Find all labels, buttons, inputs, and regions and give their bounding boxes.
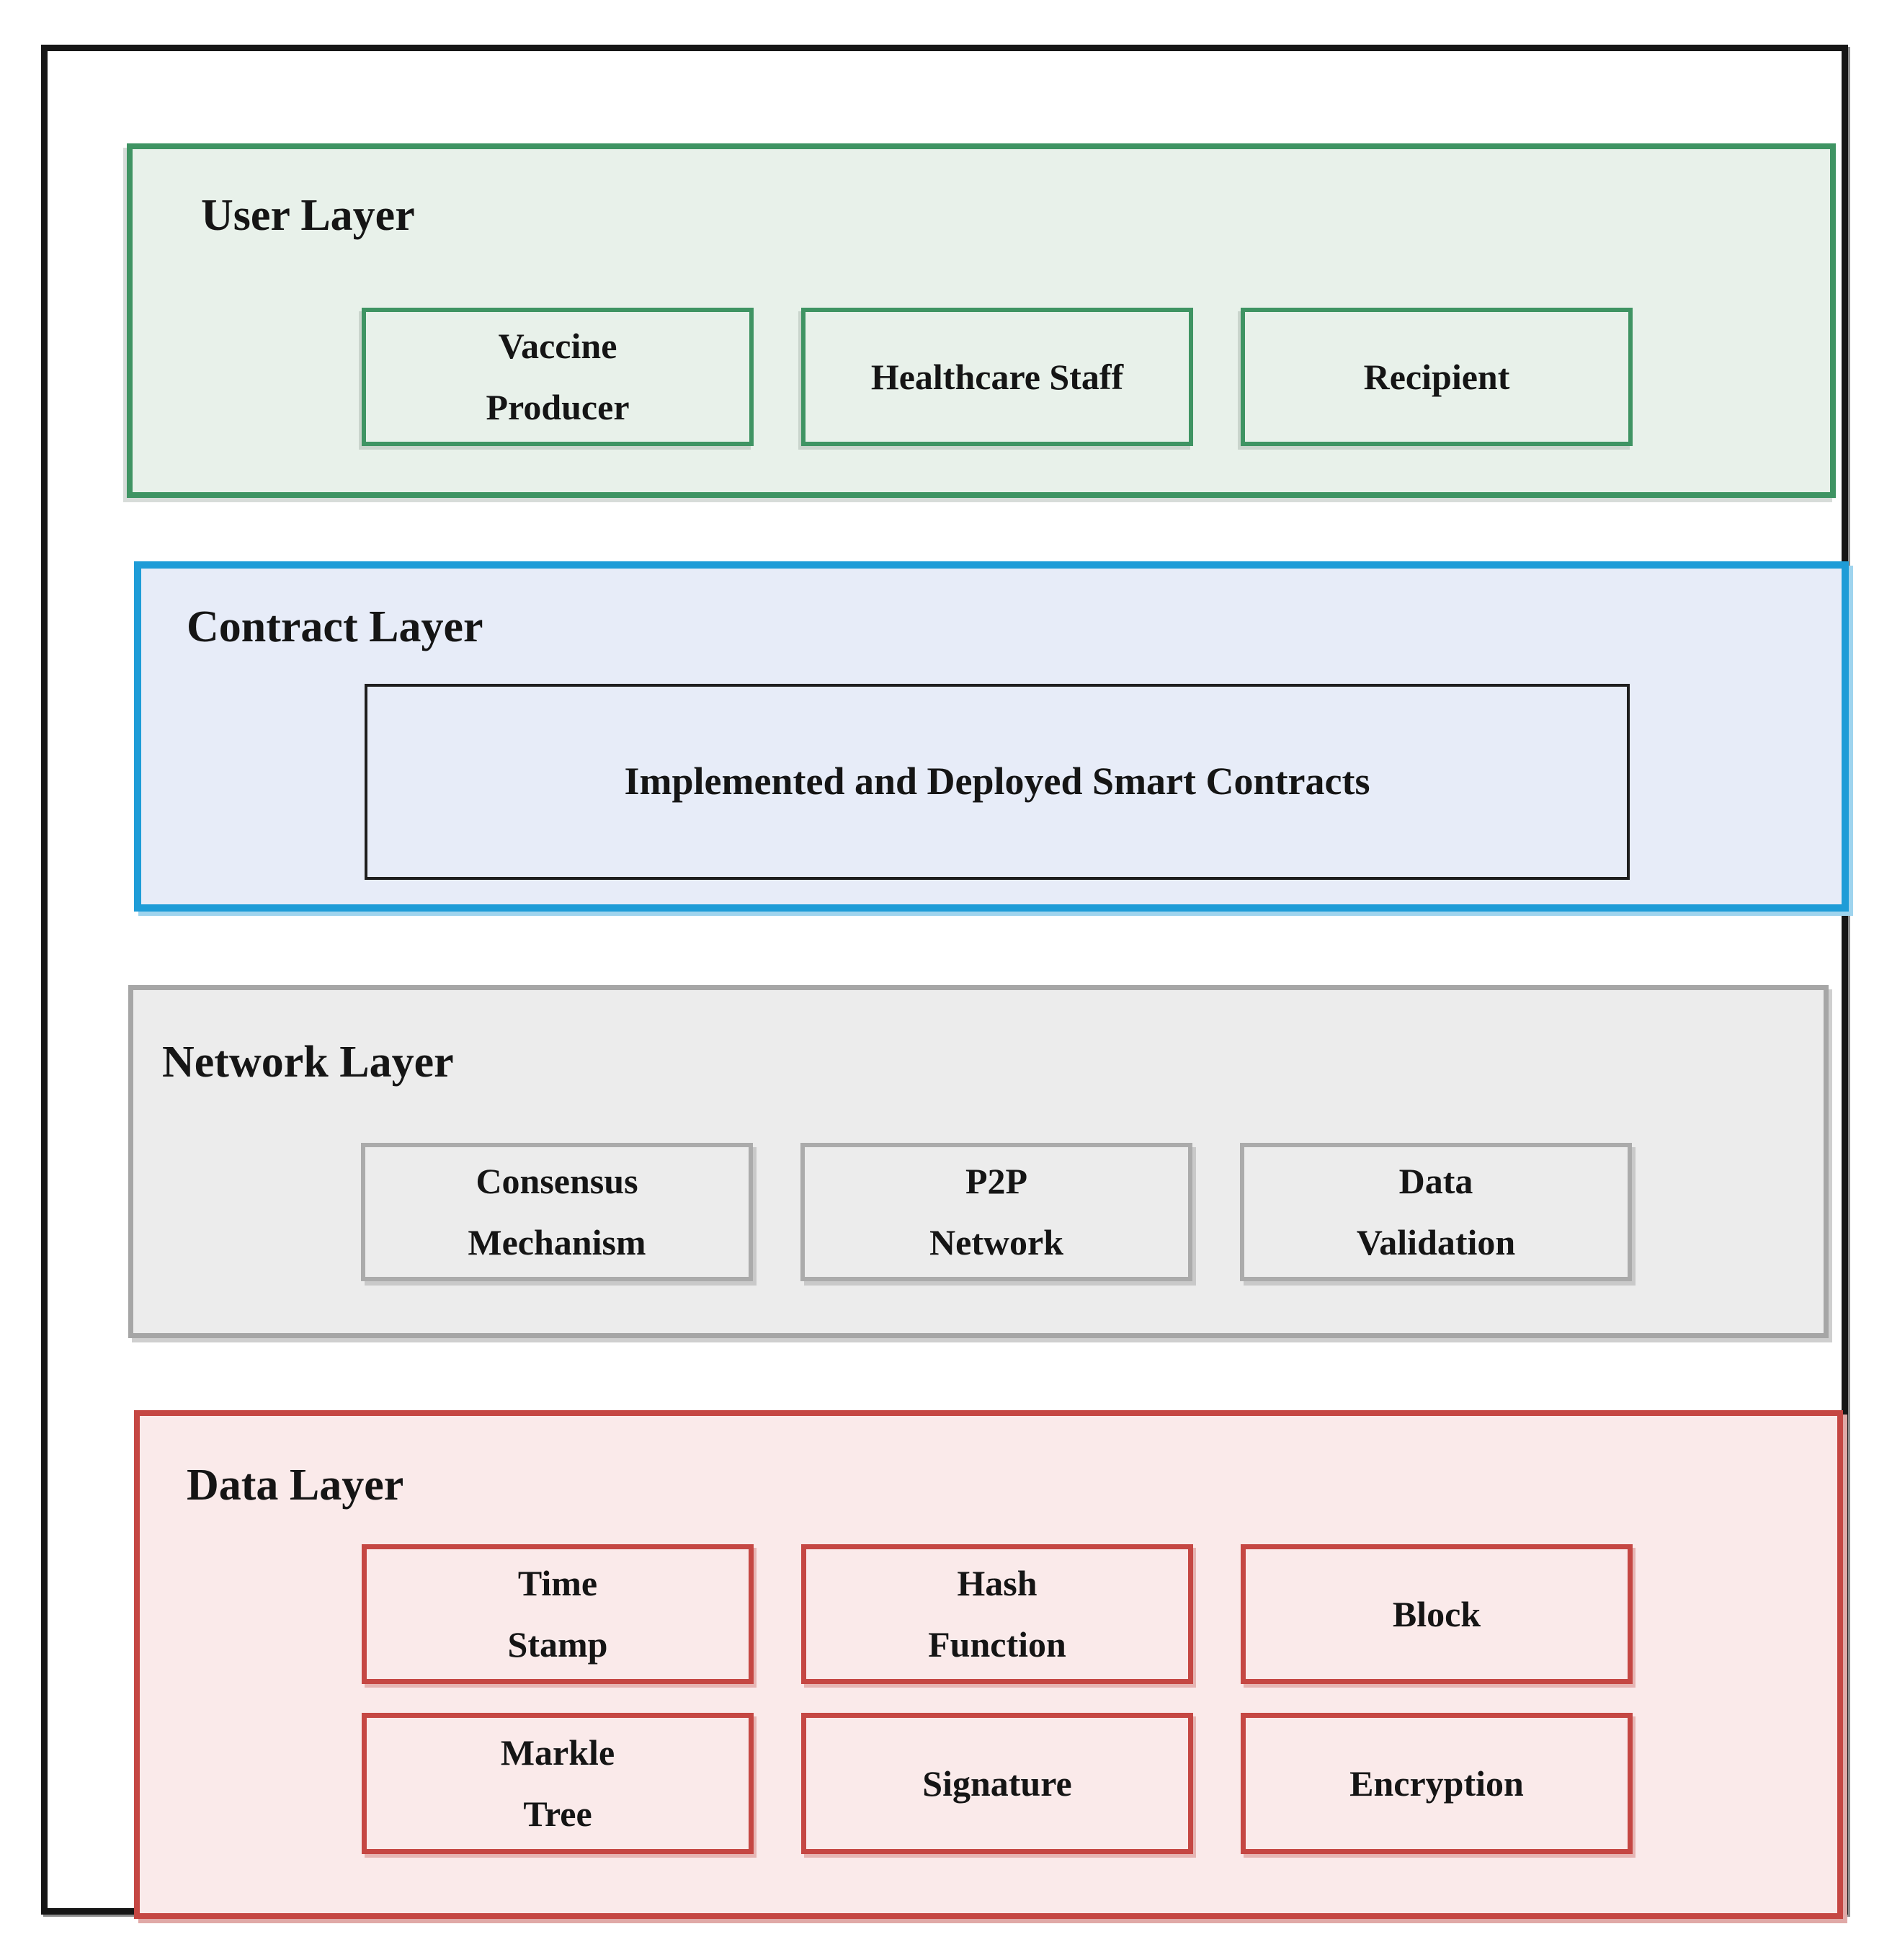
block-box: Block — [1241, 1544, 1633, 1684]
user-layer-title: User Layer — [201, 191, 415, 240]
p2p-network-box: P2P Network — [800, 1143, 1192, 1281]
data-layer-title: Data Layer — [187, 1461, 404, 1510]
network-layer: Network Layer Consensus Mechanism P2P Ne… — [128, 985, 1829, 1338]
healthcare-staff-box: Healthcare Staff — [801, 308, 1193, 446]
smart-contracts-box: Implemented and Deployed Smart Contracts — [365, 684, 1630, 880]
data-layer: Data Layer Time Stamp Hash Function Bloc… — [134, 1410, 1843, 1919]
markle-tree-box: Markle Tree — [362, 1713, 754, 1854]
contract-layer: Contract Layer Implemented and Deployed … — [134, 561, 1849, 912]
data-validation-box: Data Validation — [1240, 1143, 1632, 1281]
recipient-box: Recipient — [1241, 308, 1633, 446]
contract-layer-title: Contract Layer — [187, 602, 483, 651]
consensus-mechanism-box: Consensus Mechanism — [361, 1143, 753, 1281]
signature-box: Signature — [801, 1713, 1193, 1854]
diagram-frame: User Layer Vaccine Producer Healthcare S… — [41, 45, 1849, 1919]
user-layer: User Layer Vaccine Producer Healthcare S… — [127, 143, 1836, 498]
vaccine-producer-box: Vaccine Producer — [362, 308, 754, 446]
encryption-box: Encryption — [1241, 1713, 1633, 1854]
hash-function-box: Hash Function — [801, 1544, 1193, 1684]
time-stamp-box: Time Stamp — [362, 1544, 754, 1684]
network-layer-title: Network Layer — [162, 1038, 454, 1087]
